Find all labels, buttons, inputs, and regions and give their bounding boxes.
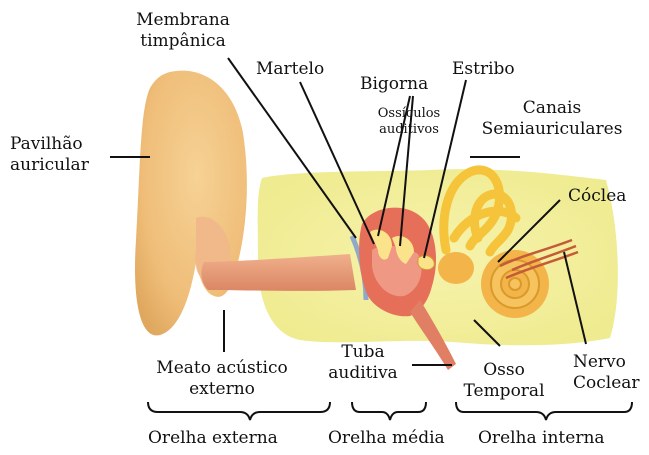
label-pavilhao-line1: Pavilhão — [10, 134, 89, 155]
label-membrana-line1: Membrana — [128, 10, 238, 31]
label-canais-line1: Canais — [470, 98, 634, 119]
label-meato-line2: externo — [136, 379, 308, 400]
label-tuba-line2: auditiva — [320, 363, 406, 384]
label-bigorna: Bigorna — [360, 74, 428, 95]
label-membrana-line2: timpânica — [128, 31, 238, 52]
label-ossiculos-line1: Ossículos — [364, 106, 454, 122]
label-osso-line1: Osso — [452, 360, 556, 381]
label-ossiculos-line2: auditivos — [364, 122, 454, 138]
region-orelha-externa: Orelha externa — [148, 428, 278, 449]
label-martelo: Martelo — [256, 59, 324, 80]
stapes — [418, 256, 434, 270]
label-canais-semiauriculares: Canais Semiauriculares — [470, 98, 634, 140]
label-membrana-timpanica: Membrana timpânica — [128, 10, 238, 52]
label-nervo-coclear: Nervo Coclear — [573, 352, 640, 394]
label-nervo-line1: Nervo — [573, 352, 640, 373]
label-ossiculos-auditivos: Ossículos auditivos — [364, 106, 454, 138]
vestibule — [438, 252, 474, 284]
region-braces — [148, 402, 632, 420]
label-tuba-line1: Tuba — [320, 342, 406, 363]
label-pavilhao-auricular: Pavilhão auricular — [10, 134, 89, 176]
label-coclea: Cóclea — [568, 186, 626, 207]
region-orelha-media: Orelha média — [328, 428, 445, 449]
pinna-shape — [135, 71, 247, 336]
label-meato-line1: Meato acústico — [136, 358, 308, 379]
label-pavilhao-line2: auricular — [10, 155, 89, 176]
label-osso-temporal: Osso Temporal — [452, 360, 556, 402]
label-nervo-line2: Coclear — [573, 373, 640, 394]
label-estribo: Estribo — [452, 59, 515, 80]
region-orelha-interna: Orelha interna — [478, 428, 605, 449]
label-tuba-auditiva: Tuba auditiva — [320, 342, 406, 384]
label-osso-line2: Temporal — [452, 381, 556, 402]
label-meato-acustico-externo: Meato acústico externo — [136, 358, 308, 400]
label-canais-line2: Semiauriculares — [470, 119, 634, 140]
